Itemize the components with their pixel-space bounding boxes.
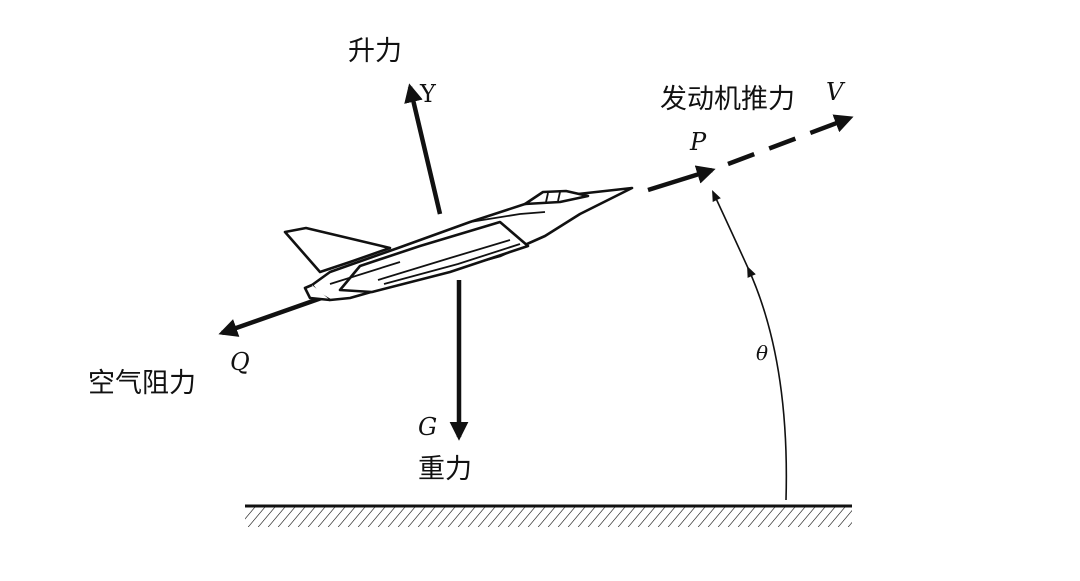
gravity-symbol: G: [418, 413, 437, 441]
thrust-symbol: P: [689, 128, 707, 156]
thrust-vector: [647, 114, 854, 193]
lift-label: 升力: [348, 36, 402, 67]
aircraft: [283, 186, 634, 302]
velocity-symbol: V: [826, 78, 846, 106]
drag-vector: [218, 292, 331, 337]
lift-vector: [404, 83, 443, 215]
lift-symbol: Y: [419, 80, 437, 108]
gravity-label: 重力: [418, 454, 472, 485]
drag-label: 空气阻力: [88, 368, 196, 399]
drag-symbol: Q: [230, 348, 250, 376]
angle-symbol: θ: [756, 341, 768, 365]
ground: [245, 504, 852, 527]
angle-arc: [712, 189, 788, 501]
thrust-label: 发动机推力: [660, 84, 795, 115]
